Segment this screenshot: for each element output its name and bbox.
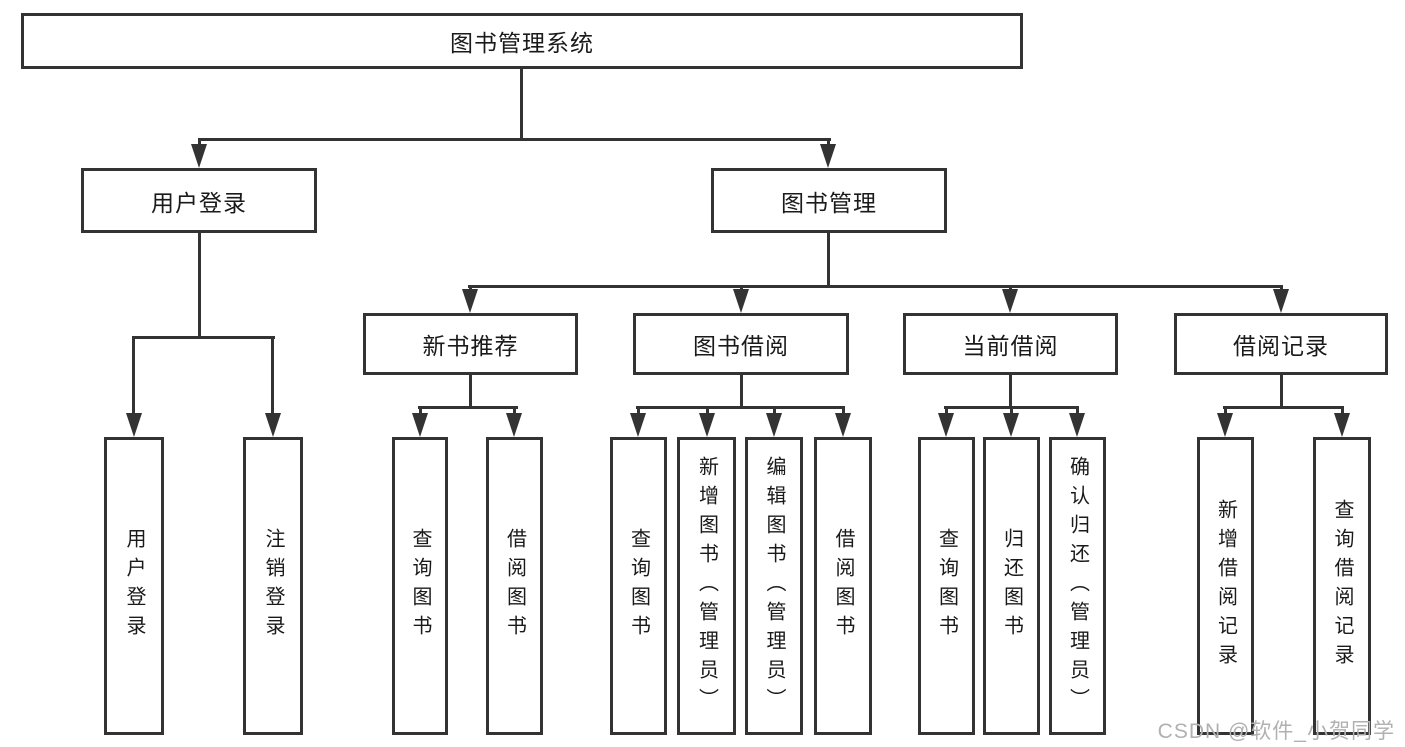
node-book-borrowing: 图书借阅	[633, 313, 849, 375]
connector-leaf-stem	[842, 408, 845, 417]
node-root-label: 图书管理系统	[450, 30, 594, 56]
arrow-down-icon	[191, 144, 207, 168]
arrow-down-icon	[630, 413, 646, 437]
arrow-down-icon	[733, 289, 749, 313]
connector-leaf-stem	[706, 408, 709, 417]
leaf-user-login: 用户登录	[104, 437, 164, 735]
leaf-borrow-books: 借阅图书	[814, 437, 872, 735]
connector-leaf-stem	[1076, 408, 1079, 417]
arrow-down-icon	[462, 289, 478, 313]
arrow-down-icon	[699, 413, 715, 437]
node-root: 图书管理系统	[21, 13, 1023, 69]
connector-leaf-stem	[132, 338, 135, 415]
connector-leaf-stem	[1010, 408, 1013, 417]
connector-leaf-stem	[945, 408, 948, 417]
arrow-down-icon	[1069, 413, 1085, 437]
arrow-down-icon	[820, 144, 836, 168]
leaf-query-borrow-record: 查询借阅记录	[1313, 437, 1371, 735]
leaf-label: 查询图书	[627, 528, 650, 644]
leaf-logout: 注销登录	[243, 437, 303, 735]
leaf-label: 编辑图书（管理员）	[763, 455, 785, 717]
connector-leaf-rail	[944, 406, 1079, 409]
node-book-management-label: 图书管理	[781, 189, 877, 216]
connector-leaf-stem	[271, 338, 274, 415]
connector-leaf-stem	[1224, 408, 1227, 417]
leaf-query-books-current: 查询图书	[918, 437, 975, 735]
arrow-down-icon	[126, 413, 142, 437]
leaf-query-books-borrowing: 查询图书	[610, 437, 667, 735]
connector-leaf-rail	[418, 406, 518, 409]
node-new-book-recommend-label: 新书推荐	[422, 333, 519, 359]
leaf-label: 用户登录	[123, 528, 145, 644]
leaf-label: 新增图书（管理员）	[695, 455, 718, 717]
connector-leaf-rail	[636, 406, 845, 409]
connector-level2-rail	[198, 138, 831, 141]
leaf-label: 归还图书	[1000, 528, 1023, 644]
watermark: CSDN @软件_小贺同学	[1157, 720, 1395, 743]
arrow-down-icon	[412, 413, 428, 437]
arrow-down-icon	[1002, 289, 1018, 313]
leaf-edit-book-admin: 编辑图书（管理员）	[745, 437, 803, 735]
connector-leaf-rail	[1223, 406, 1344, 409]
leaf-return-books: 归还图书	[983, 437, 1040, 735]
arrow-down-icon	[766, 413, 782, 437]
connector-leaf-stem	[1341, 408, 1344, 417]
connector-level3-rail	[468, 285, 1283, 288]
arrow-down-icon	[1003, 413, 1019, 437]
node-user-login: 用户登录	[81, 168, 317, 233]
arrow-down-icon	[1334, 413, 1350, 437]
leaf-label: 新增借阅记录	[1214, 499, 1237, 673]
arrow-down-icon	[1273, 289, 1289, 313]
node-current-borrowing: 当前借阅	[903, 313, 1118, 375]
leaf-add-book-admin: 新增图书（管理员）	[677, 437, 736, 735]
node-borrowing-records-label: 借阅记录	[1233, 333, 1329, 359]
node-borrowing-records: 借阅记录	[1174, 313, 1388, 375]
leaf-query-books-recommend: 查询图书	[392, 437, 448, 735]
leaf-label: 查询借阅记录	[1331, 499, 1353, 673]
node-book-management: 图书管理	[711, 168, 947, 233]
connector-group-stub	[1009, 375, 1012, 409]
leaf-add-borrow-record: 新增借阅记录	[1197, 437, 1254, 735]
leaf-label: 查询图书	[935, 528, 958, 644]
leaf-label: 注销登录	[262, 528, 284, 644]
node-book-borrowing-label: 图书借阅	[693, 333, 789, 359]
leaf-label: 借阅图书	[503, 528, 526, 644]
node-new-book-recommend: 新书推荐	[363, 313, 578, 375]
leaf-label: 查询图书	[409, 528, 431, 644]
leaf-label: 借阅图书	[832, 528, 854, 644]
arrow-down-icon	[506, 413, 522, 437]
connector-leaf-stem	[773, 408, 776, 417]
connector-userlogin-stub	[198, 233, 201, 338]
connector-root-stub	[520, 69, 523, 141]
arrow-down-icon	[1217, 413, 1233, 437]
leaf-label: 确认归还（管理员）	[1066, 455, 1089, 717]
arrow-down-icon	[938, 413, 954, 437]
arrow-down-icon	[265, 413, 281, 437]
node-current-borrowing-label: 当前借阅	[962, 333, 1059, 359]
connector-leaf-stem	[637, 408, 640, 417]
node-user-login-label: 用户登录	[151, 189, 247, 216]
connector-group-stub	[469, 375, 472, 409]
connector-bookmgmt-stub	[827, 233, 830, 288]
connector-userlogin-rail	[132, 336, 275, 339]
arrow-down-icon	[835, 413, 851, 437]
connector-group-stub	[1280, 375, 1283, 409]
leaf-confirm-return-admin: 确认归还（管理员）	[1049, 437, 1106, 735]
connector-leaf-stem	[419, 408, 422, 417]
connector-leaf-stem	[513, 408, 516, 417]
leaf-borrow-books-recommend: 借阅图书	[486, 437, 543, 735]
connector-group-stub	[740, 375, 743, 409]
